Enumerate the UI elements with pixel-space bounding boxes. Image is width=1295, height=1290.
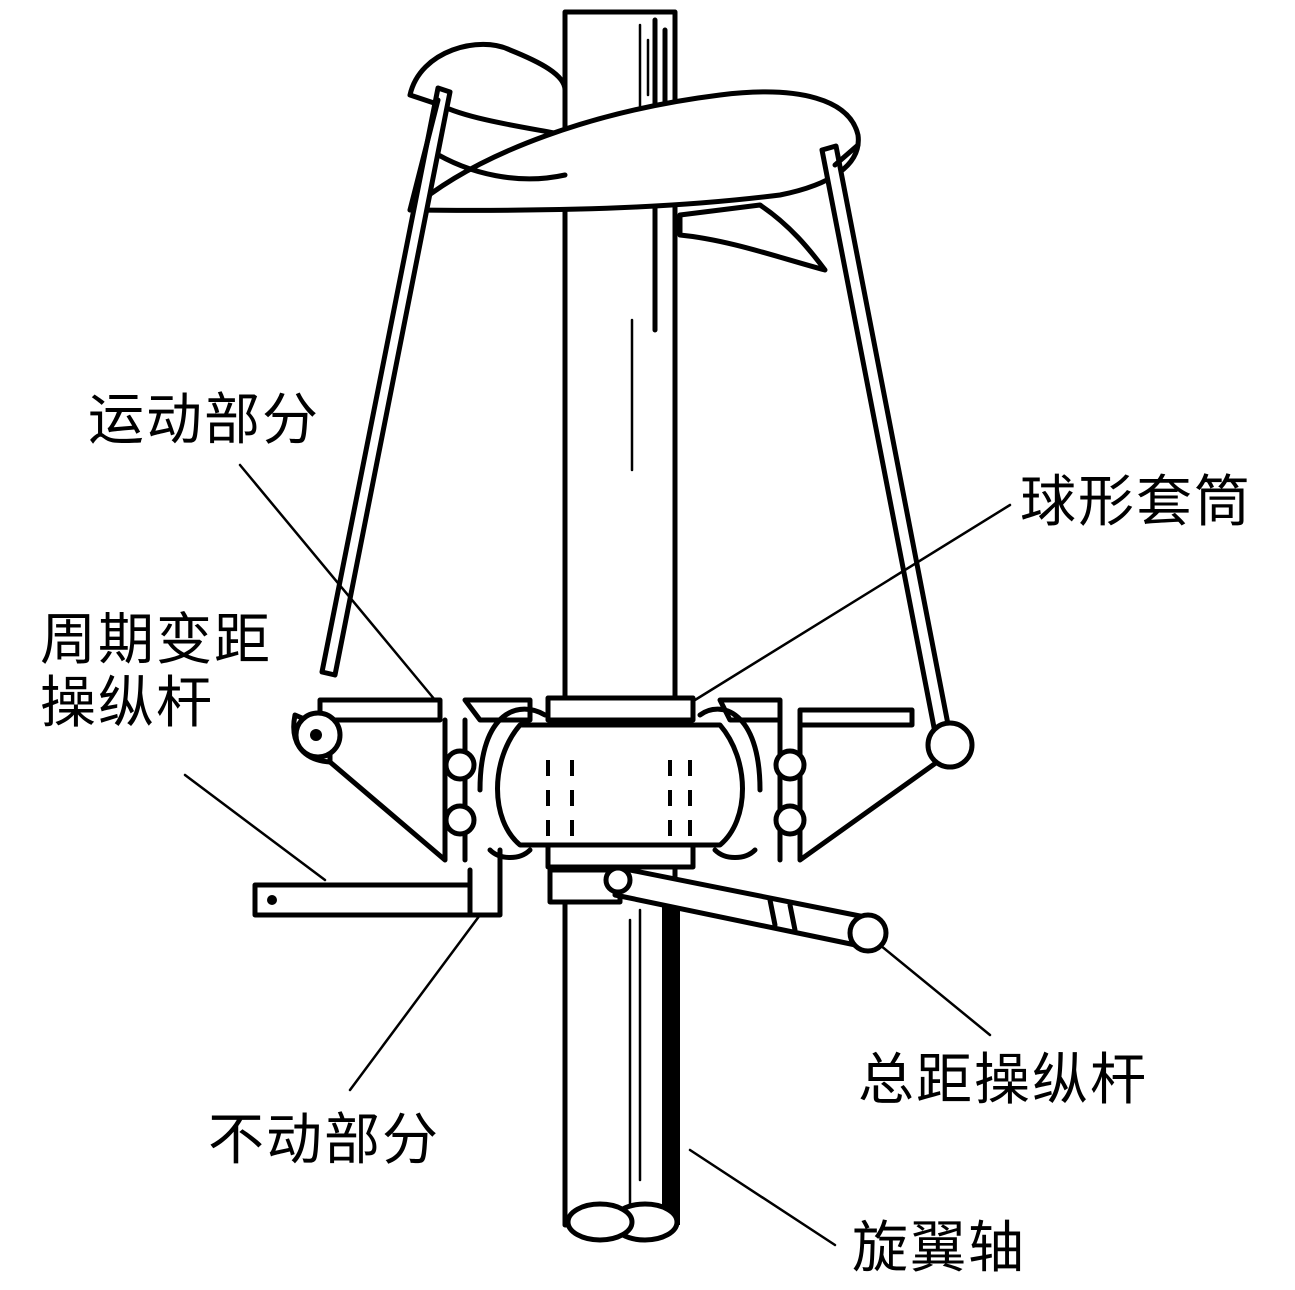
label-moving-part: 运动部分 <box>88 388 320 453</box>
collective-lever <box>603 865 889 954</box>
label-cyclic-stick-line1: 周期变距 <box>40 608 272 673</box>
label-ball-sleeve-text: 球形套筒 <box>1020 470 1252 535</box>
label-ball-sleeve: 球形套筒 <box>1020 470 1252 535</box>
leader-line-collective-stick <box>878 943 992 1037</box>
leader-line-cyclic-stick <box>183 773 327 882</box>
fixed-part-bracket <box>252 847 623 918</box>
pitch-rod-left <box>319 85 453 678</box>
label-cyclic-stick-line2: 操纵杆 <box>40 670 214 736</box>
ball-sleeve <box>495 695 745 870</box>
leader-line-moving-part <box>238 463 437 702</box>
label-cyclic-stick: 周期变距 操纵杆 <box>40 608 272 736</box>
label-rotor-shaft-text: 旋翼轴 <box>852 1216 1026 1281</box>
label-collective-stick-text: 总距操纵杆 <box>858 1048 1148 1113</box>
label-moving-part-text: 运动部分 <box>88 388 320 453</box>
leader-line-fixed-part <box>348 913 482 1092</box>
pitch-rod-right <box>819 142 955 751</box>
leader-line-ball-sleeve <box>693 503 1012 702</box>
rotor-blade <box>407 41 861 273</box>
label-fixed-part-text: 不动部分 <box>208 1108 440 1173</box>
label-rotor-shaft: 旋翼轴 <box>852 1216 1026 1281</box>
label-collective-stick: 总距操纵杆 <box>858 1048 1148 1113</box>
swashplate <box>291 697 975 863</box>
label-fixed-part: 不动部分 <box>208 1108 440 1173</box>
leader-line-rotor-shaft <box>688 1148 837 1247</box>
rotor-shaft <box>562 9 680 1243</box>
